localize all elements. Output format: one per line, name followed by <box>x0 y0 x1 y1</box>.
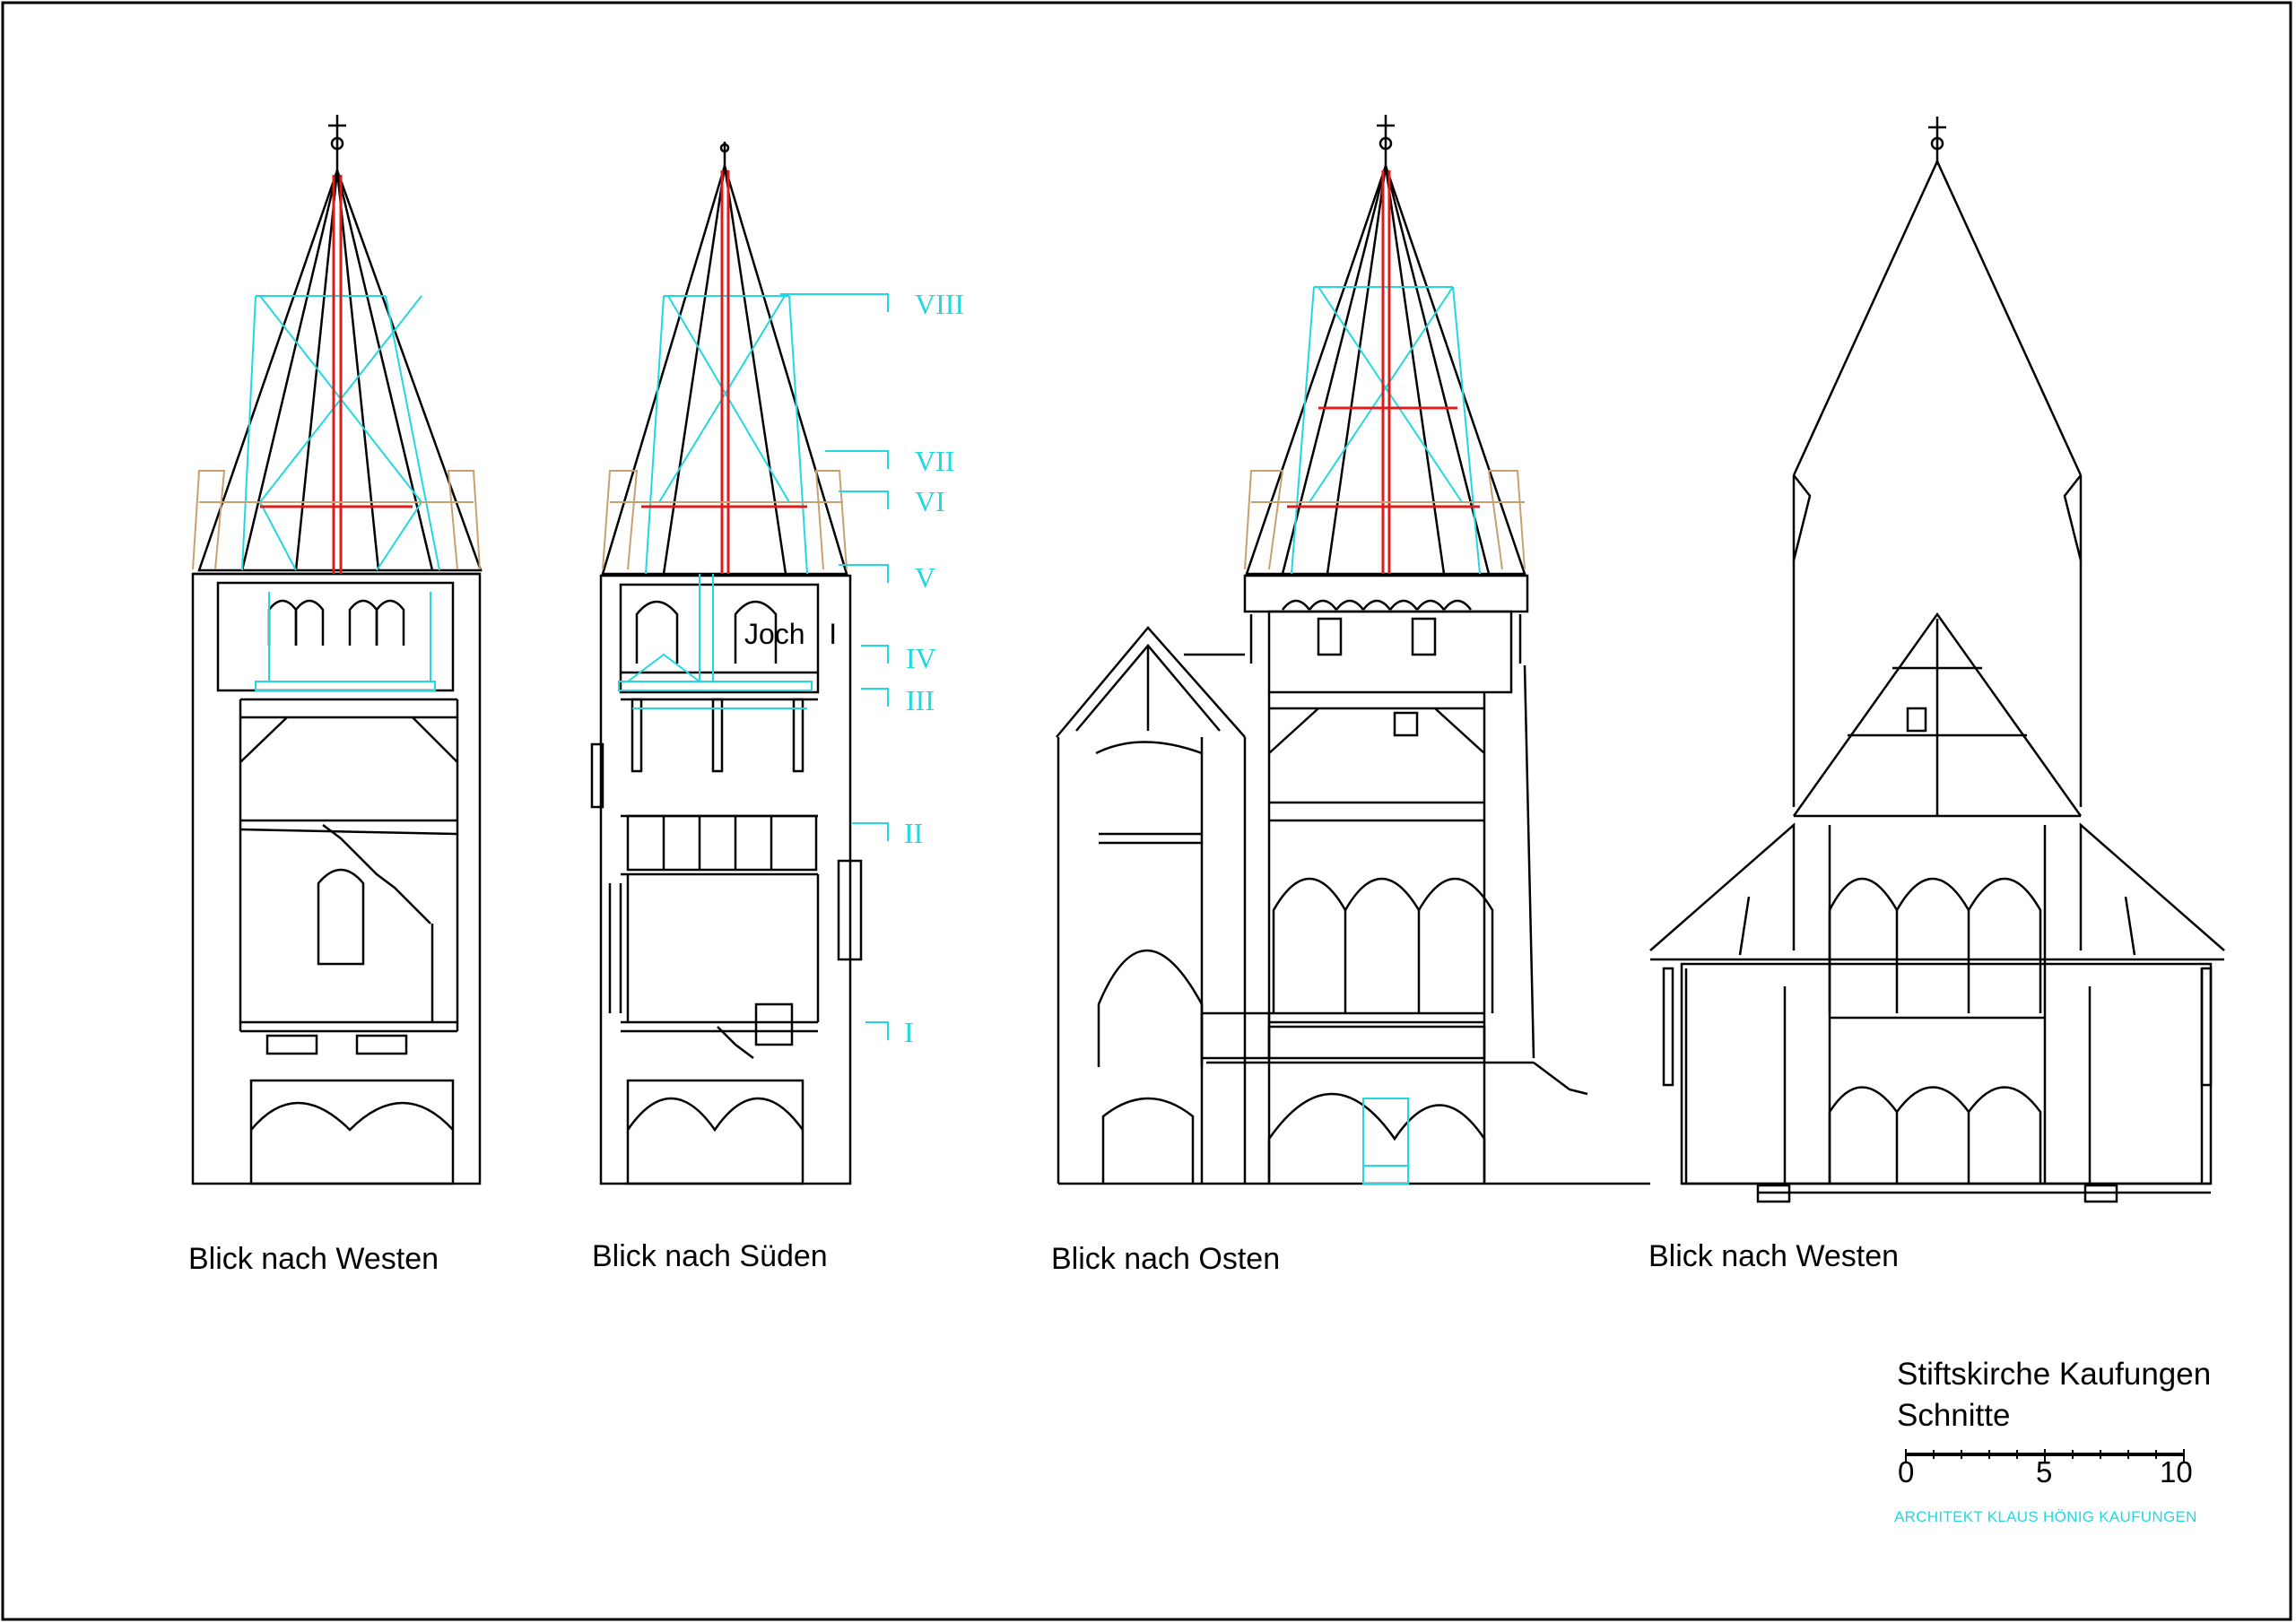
subtitle: Schnitte <box>1897 1398 2011 1433</box>
level-marker-iv: IV <box>906 642 936 674</box>
joch-label: Joch I <box>744 618 837 650</box>
level-marker-iii: III <box>906 684 935 716</box>
title: Stiftskirche Kaufungen <box>1897 1357 2212 1392</box>
church-east-scaffold <box>1244 470 1526 570</box>
level-marker-viii: VIII <box>915 288 964 320</box>
caption-view-south: Blick nach Süden <box>592 1239 828 1273</box>
title-block: Stiftskirche Kaufungen Schnitte <box>1897 1354 2274 1436</box>
tower-west-king-post <box>260 175 413 574</box>
caption-view-west-1: Blick nach Westen <box>188 1242 439 1276</box>
scale-tick-10: 10 <box>2160 1455 2193 1488</box>
church-east-king-post <box>1287 170 1480 574</box>
level-marker-vii: VII <box>915 445 954 477</box>
level-marker-i: I <box>904 1016 914 1048</box>
scale-tick-0: 0 <box>1898 1455 1915 1488</box>
tower-section-south <box>590 142 863 1185</box>
caption-view-east: Blick nach Osten <box>1051 1242 1281 1276</box>
level-marker-v: V <box>915 561 935 594</box>
tower-west-scaffold <box>192 470 481 570</box>
level-marker-vi: VI <box>915 485 945 517</box>
tower-south-scaffold <box>602 470 848 570</box>
architect-credit: ARCHITEKT KLAUS HÖNIG KAUFUNGEN <box>1894 1508 2197 1525</box>
level-marker-ii: II <box>904 817 923 849</box>
scale-tick-5: 5 <box>2036 1455 2053 1488</box>
tower-south-king-post <box>641 170 807 574</box>
level-marker-leaders <box>780 293 889 1040</box>
church-section-west <box>1649 117 2225 1203</box>
caption-view-west-2: Blick nach Westen <box>1648 1239 1900 1273</box>
